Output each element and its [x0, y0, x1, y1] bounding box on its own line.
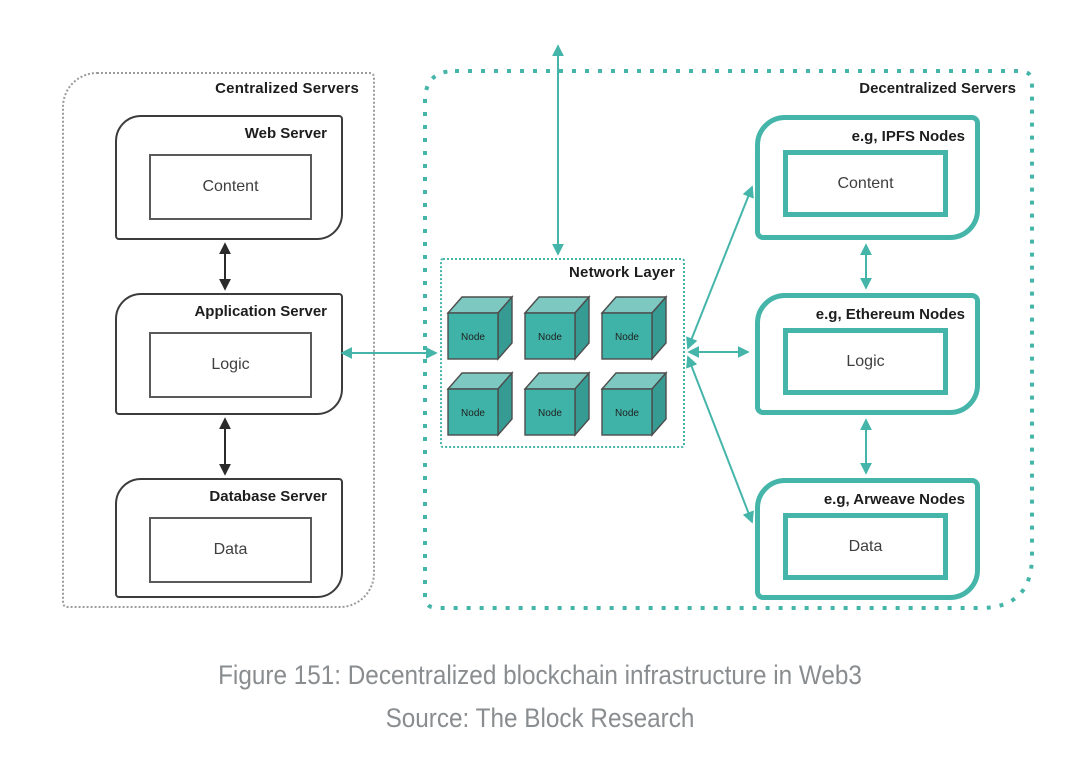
network-node-cube: Node [600, 295, 668, 361]
arweave-content-box: Data [783, 513, 948, 580]
ethereum-nodes-label: e.g, Ethereum Nodes [815, 306, 965, 323]
database-server-content-label: Data [213, 541, 248, 558]
node-label: Node [461, 408, 485, 419]
ipfs-content-label: Content [837, 174, 894, 192]
arrow-network-ipfs [686, 185, 754, 350]
arweave-nodes-label: e.g, Arweave Nodes [823, 491, 965, 508]
node-label: Node [615, 332, 639, 343]
centralized-servers-group: Centralized Servers [62, 72, 375, 608]
network-node-cube: Node [523, 295, 591, 361]
node-label: Node [538, 332, 562, 343]
centralized-servers-title: Centralized Servers [215, 80, 359, 97]
network-node-cube: Node [523, 371, 591, 437]
arweave-nodes-box: e.g, Arweave Nodes Data [755, 478, 980, 600]
network-layer-title: Network Layer [569, 264, 675, 281]
ipfs-content-box: Content [783, 150, 948, 217]
figure-caption: Figure 151: Decentralized blockchain inf… [218, 660, 862, 690]
application-server-content-box: Logic [149, 332, 312, 398]
database-server-content-box: Data [149, 517, 312, 583]
application-server-content-label: Logic [211, 356, 250, 373]
database-server-box: Database Server Data [115, 478, 343, 598]
ethereum-nodes-box: e.g, Ethereum Nodes Logic [755, 293, 980, 415]
web-server-box: Web Server Content [115, 115, 343, 240]
web-server-label: Web Server [244, 125, 327, 142]
node-label: Node [615, 408, 639, 419]
ethereum-content-box: Logic [783, 328, 948, 395]
web-server-content-label: Content [202, 178, 259, 195]
figure-source: Source: The Block Research [385, 703, 695, 733]
database-server-label: Database Server [209, 488, 327, 505]
decentralized-servers-title: Decentralized Servers [859, 80, 1016, 97]
ethereum-content-label: Logic [846, 352, 885, 370]
application-server-label: Application Server [194, 303, 327, 320]
application-server-box: Application Server Logic [115, 293, 343, 415]
arrow-network-arweave [686, 355, 754, 524]
web-server-content-box: Content [149, 154, 312, 220]
arweave-content-label: Data [848, 537, 883, 555]
ipfs-nodes-label: e.g, IPFS Nodes [851, 128, 965, 145]
network-node-cube: Node [600, 371, 668, 437]
node-label: Node [461, 332, 485, 343]
network-node-cube: Node [446, 295, 514, 361]
node-label: Node [538, 408, 562, 419]
network-node-cube: Node [446, 371, 514, 437]
ipfs-nodes-box: e.g, IPFS Nodes Content [755, 115, 980, 240]
